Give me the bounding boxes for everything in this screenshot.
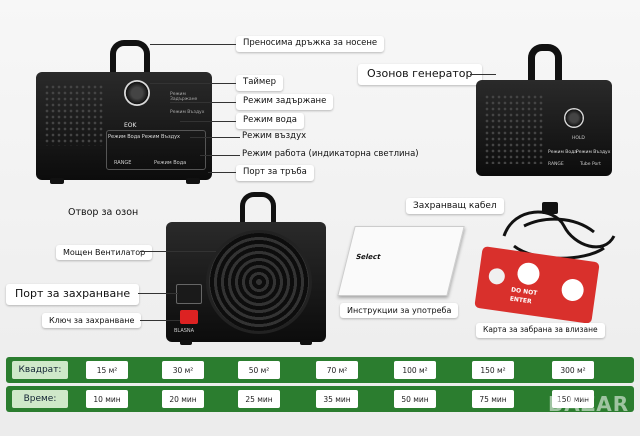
- front-text: Режим Вода Режим Въздух: [108, 134, 181, 140]
- time-cell: 10 мин: [86, 390, 128, 408]
- ozone-generator-small: HOLD Режим Вода Режим Въздух RANGE Tube …: [476, 80, 612, 176]
- label-indicator-mode: Режим работа (индикаторна светлина): [242, 149, 419, 159]
- leader-pipe: [208, 172, 236, 173]
- leader-fan: [140, 251, 216, 252]
- back-brand: BLASNA: [174, 328, 195, 334]
- area-cell: 150 м²: [472, 361, 514, 379]
- leader-generator: [470, 74, 496, 75]
- leader-hold: [170, 102, 236, 103]
- manual-brand: Select: [355, 253, 382, 261]
- time-cell: 50 мин: [394, 390, 436, 408]
- watermark: BAZAR: [548, 392, 630, 416]
- label-manual: Инструкции за употреба: [340, 303, 459, 319]
- card-hole-icon: [487, 267, 506, 286]
- bottom-right-text: Режим Вода: [154, 160, 187, 166]
- leader-air: [190, 137, 240, 138]
- fan: [206, 230, 312, 334]
- device-back: BLASNA: [166, 222, 326, 342]
- back-foot-right: [300, 340, 312, 345]
- side-grille: [44, 84, 104, 146]
- back-foot-left: [180, 340, 192, 345]
- leader-timer: [150, 83, 236, 84]
- leader-indicator: [200, 155, 240, 156]
- area-cell: 100 м²: [394, 361, 436, 379]
- side-text-hold: Режим Задържане: [170, 92, 198, 102]
- label-power-cable: Захранващ кабел: [406, 198, 504, 215]
- foot-left: [50, 178, 64, 184]
- label-air-mode: Режим въздух: [242, 131, 307, 141]
- small-bottom-right: Tube Port: [580, 162, 601, 167]
- small-front-left: Режим Вода: [548, 150, 577, 155]
- area-cell: 70 м²: [316, 361, 358, 379]
- timer-knob[interactable]: [124, 80, 150, 106]
- area-cell: 50 м²: [238, 361, 280, 379]
- label-handle: Преносима дръжка за носене: [236, 36, 385, 52]
- power-port[interactable]: [176, 284, 202, 304]
- side-text-air: Режим Въздух: [170, 110, 205, 115]
- time-cell: 35 мин: [316, 390, 358, 408]
- time-cell: 75 мин: [472, 390, 514, 408]
- ozone-mark: EOK: [124, 122, 137, 129]
- area-cell: 300 м²: [552, 361, 594, 379]
- label-water-mode: Режим вода: [236, 113, 304, 129]
- leader-port: [138, 293, 178, 294]
- leader-switch: [140, 320, 180, 321]
- label-generator: Озонов генератор: [358, 64, 482, 85]
- time-cell: 150 мин: [552, 390, 594, 408]
- area-row-label: Квадрат:: [12, 361, 68, 379]
- ozone-generator-main: Режим Вода Режим Въздух EOK RANGE Режим …: [36, 72, 212, 180]
- leader-handle: [150, 44, 236, 45]
- time-cell: 25 мин: [238, 390, 280, 408]
- power-switch[interactable]: [180, 310, 198, 324]
- carry-handle: [110, 40, 150, 84]
- range-text: RANGE: [114, 160, 132, 166]
- label-hold-mode: Режим задържане: [236, 94, 334, 110]
- time-row: Време: 10 мин 20 мин 25 мин 35 мин 50 ми…: [6, 386, 634, 412]
- manual-booklet: Select: [337, 226, 465, 296]
- label-card: Карта за забрана за влизане: [476, 323, 605, 338]
- back-handle: [240, 192, 276, 228]
- small-hold-label: HOLD: [572, 136, 585, 141]
- time-row-label: Време:: [12, 390, 68, 408]
- label-ozone-outlet: Отвор за озон: [68, 207, 139, 218]
- leader-water: [180, 121, 236, 122]
- small-handle: [528, 44, 562, 86]
- mode-panel: [106, 130, 206, 170]
- small-front-right: Режим Въздух: [576, 150, 611, 155]
- area-cell: 15 м²: [86, 361, 128, 379]
- no-entry-icon: [516, 261, 541, 287]
- small-timer-knob[interactable]: [564, 108, 584, 128]
- no-person-icon: [560, 277, 586, 303]
- label-power-port: Порт за захранване: [6, 284, 140, 305]
- label-timer: Таймер: [236, 75, 283, 91]
- foot-right: [186, 178, 200, 184]
- time-cell: 20 мин: [162, 390, 204, 408]
- card-line2: ENTER: [509, 295, 533, 306]
- label-pipe-port: Порт за тръба: [236, 165, 314, 181]
- area-row: Квадрат: 15 м² 30 м² 50 м² 70 м² 100 м² …: [6, 357, 634, 383]
- small-bottom-left: RANGE: [548, 162, 564, 167]
- small-grille: [484, 94, 544, 164]
- label-fan: Мощен Вентилатор: [56, 245, 153, 261]
- label-power-switch: Ключ за захранване: [42, 313, 142, 329]
- area-cell: 30 м²: [162, 361, 204, 379]
